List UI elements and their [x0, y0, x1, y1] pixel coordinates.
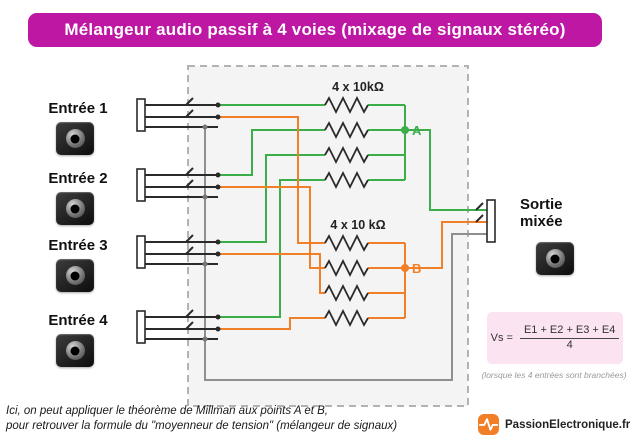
- output-jack-icon: [536, 242, 574, 275]
- node-b-dot: [401, 264, 409, 272]
- output-label: Sortie mixée: [520, 196, 563, 230]
- input-2-label: Entrée 2: [48, 170, 108, 187]
- junction-dots: [202, 102, 221, 342]
- orange-wires-channel-b: [218, 116, 487, 330]
- input-1-jack-symbol: [136, 97, 218, 132]
- formula-note: (lorsque les 4 entrées sont branchées): [481, 370, 627, 380]
- input-4-label: Entrée 4: [48, 312, 108, 329]
- green-wires-channel-a: [218, 104, 487, 318]
- formula-lhs: Vs =: [490, 332, 513, 344]
- pulse-icon: [478, 418, 499, 431]
- input-1-jack-icon: [56, 122, 94, 155]
- brand-name: PassionElectronique.fr: [505, 418, 630, 431]
- formula-denominator: 4: [566, 339, 573, 351]
- footer-note: Ici, on peut appliquer le théorème de Mi…: [6, 404, 397, 434]
- brand: PassionElectronique.fr: [478, 414, 630, 435]
- node-b-label: B: [412, 261, 421, 276]
- input-1-label: Entrée 1: [48, 100, 108, 117]
- output-label-line2: mixée: [520, 213, 563, 230]
- input-3-jack-icon: [56, 259, 94, 292]
- output-label-line1: Sortie: [520, 196, 563, 213]
- formula-box: Vs = E1 + E2 + E3 + E4 4: [487, 312, 623, 364]
- formula-numerator: E1 + E2 + E3 + E4: [519, 324, 620, 339]
- formula-fraction: E1 + E2 + E3 + E4 4: [519, 324, 620, 352]
- brand-logo-icon: [478, 414, 499, 435]
- resistor-bank-a-label: 4 x 10kΩ: [332, 80, 384, 94]
- input-4-jack-icon: [56, 334, 94, 367]
- output-jack-symbol: [475, 199, 496, 243]
- title-banner: Mélangeur audio passif à 4 voies (mixage…: [28, 13, 602, 47]
- footer-line2: pour retrouver la formule du "moyenneur …: [6, 420, 398, 432]
- node-a-dot: [401, 126, 409, 134]
- input-3-label: Entrée 3: [48, 237, 108, 254]
- footer-line1: Ici, on peut appliquer le théorème de Mi…: [6, 405, 328, 417]
- node-a-label: A: [412, 123, 422, 138]
- resistor-bank-b-label: 4 x 10 kΩ: [330, 218, 385, 232]
- input-2-jack-icon: [56, 192, 94, 225]
